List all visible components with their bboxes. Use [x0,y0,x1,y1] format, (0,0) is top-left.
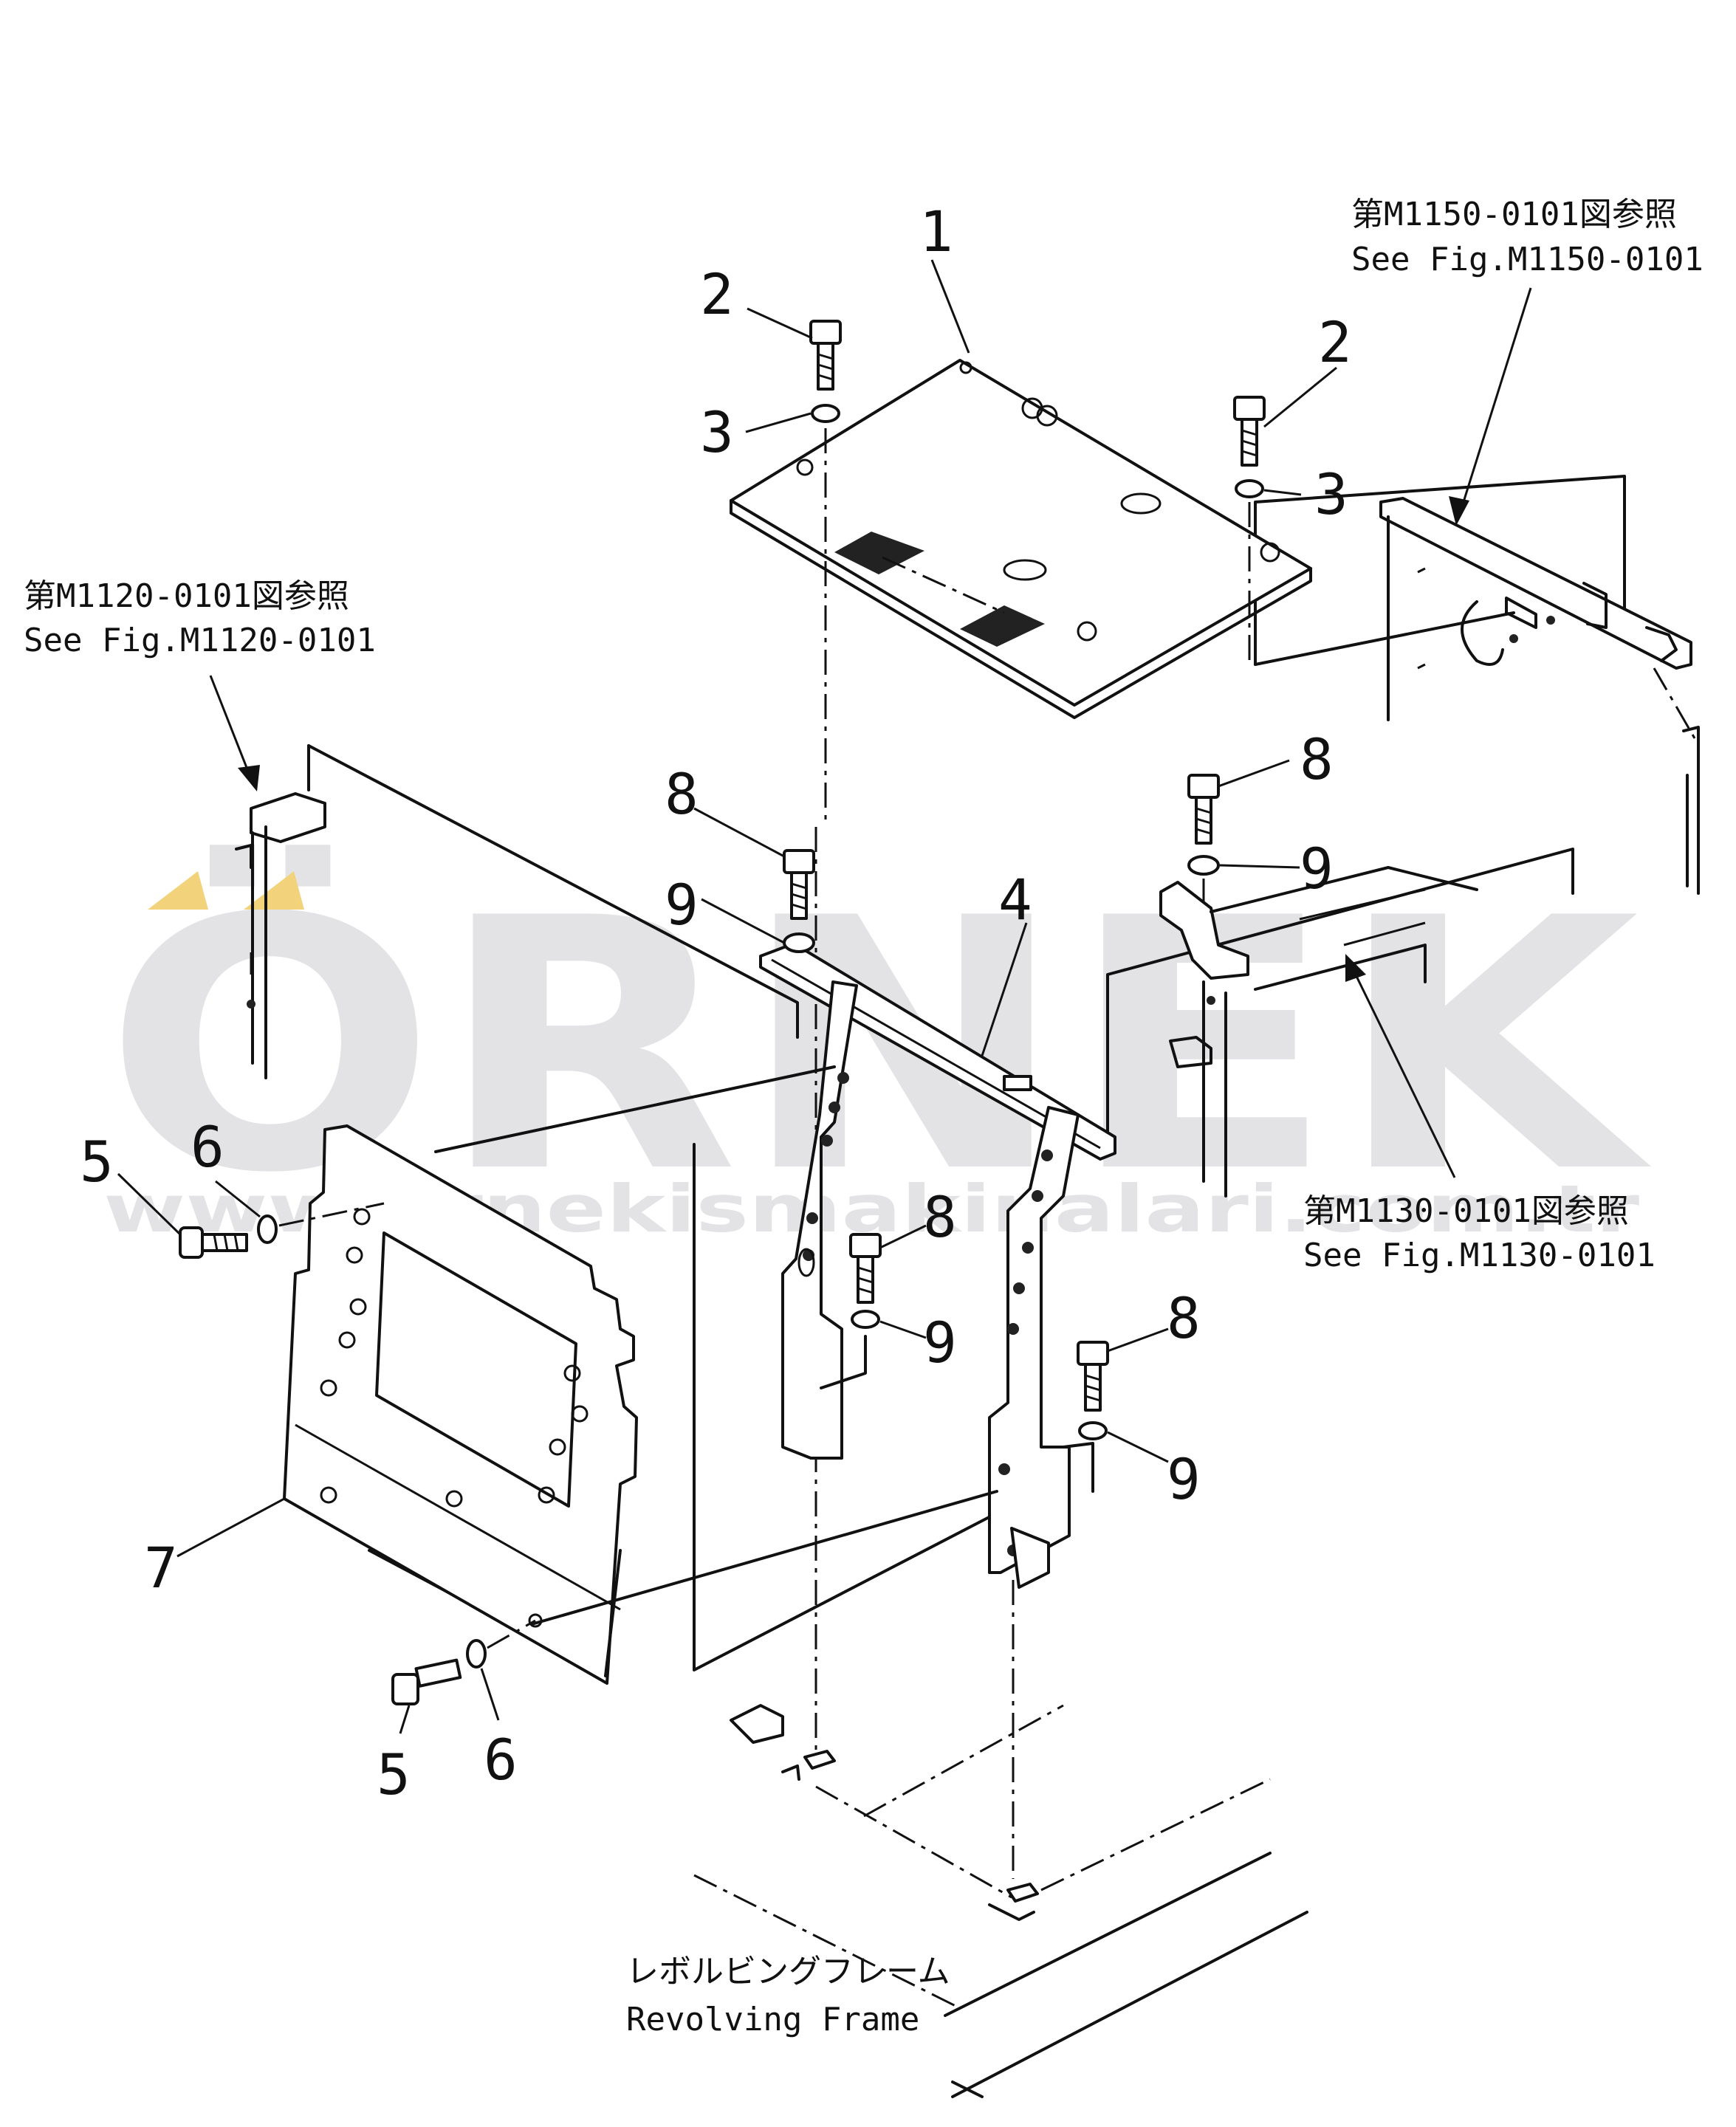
callout-2-left: 2 [700,261,734,327]
washer-6-upper [257,1214,278,1244]
callout-1: 1 [919,199,953,264]
bolt-8-lower [1077,1341,1109,1412]
bolt-2-left [809,320,842,391]
arrow-head-m1150 [1449,496,1469,526]
washer-3-right [1235,479,1264,498]
callout-6-lower: 6 [484,1727,518,1793]
bolt-8-middle [849,1233,882,1304]
leader-lines [117,259,1337,1734]
washer-9-middle [851,1310,880,1329]
ref-m1120-jp: 第M1120-0101図参照 [24,577,349,615]
callout-5-lower: 5 [377,1742,411,1807]
arrow-head-m1120 [238,765,260,791]
bolt-8-upper-right [1187,774,1220,845]
callouts: 1 2 3 2 3 4 5 6 7 8 9 8 9 8 9 8 9 5 6 [80,199,1352,1807]
connector-lines [434,1065,998,1626]
watermark-accent-right [244,871,304,910]
arrow-head-m1130 [1345,954,1366,982]
callout-3-right: 3 [1314,461,1348,527]
callout-6-upper: 6 [191,1114,224,1180]
callout-7: 7 [144,1535,178,1601]
callout-5-upper: 5 [80,1129,114,1195]
callout-3-left: 3 [700,399,734,465]
right-reference-lower-bracket [1159,866,1478,1197]
ref-m1130-en: See Fig.M1130-0101 [1303,1237,1656,1274]
frame-label-jp: レボルビングフレーム [626,1953,950,1990]
revolving-frame-base [693,1580,1308,2098]
bolt-2-right [1233,396,1266,467]
callout-4: 4 [998,867,1032,932]
part-1-cover-plate [730,359,1312,719]
callout-9-upper-left: 9 [665,872,699,938]
watermark-accent-left [148,871,208,910]
part-7-panel [283,1124,638,1685]
bolt-5-lower [391,1658,462,1705]
washer-6-lower [466,1639,487,1669]
reference-arrows [209,287,1532,1178]
reference-labels: 第M1150-0101図参照 See Fig.M1150-0101 第M1120… [24,196,1704,2038]
washer-3-left [811,404,840,423]
bolt-5-upper [179,1226,248,1259]
callout-9-lower: 9 [1167,1446,1201,1512]
frame-label-en: Revolving Frame [626,2001,919,2038]
right-reference-top-bracket [1379,497,1700,895]
callout-8-upper-right: 8 [1300,726,1334,792]
washer-9-upper-right [1187,855,1220,876]
washer-9-lower [1078,1421,1108,1440]
callout-9-upper-right: 9 [1300,836,1334,901]
ref-m1150-en: See Fig.M1150-0101 [1351,241,1704,278]
left-reference-bracket [235,792,326,1079]
bolt-8-upper-left [783,849,815,920]
callout-8-upper-left: 8 [665,761,699,827]
callout-8-middle: 8 [923,1184,957,1250]
ref-m1120-en: See Fig.M1120-0101 [24,622,376,659]
ref-m1130-jp: 第M1130-0101図参照 [1303,1192,1629,1230]
washer-9-upper-left [783,932,815,953]
ref-m1150-jp: 第M1150-0101図参照 [1351,196,1677,233]
callout-2-right: 2 [1318,309,1352,375]
part-4-bracket-frame [759,942,1116,1589]
callout-8-lower: 8 [1167,1285,1201,1351]
callout-9-middle: 9 [923,1310,957,1375]
